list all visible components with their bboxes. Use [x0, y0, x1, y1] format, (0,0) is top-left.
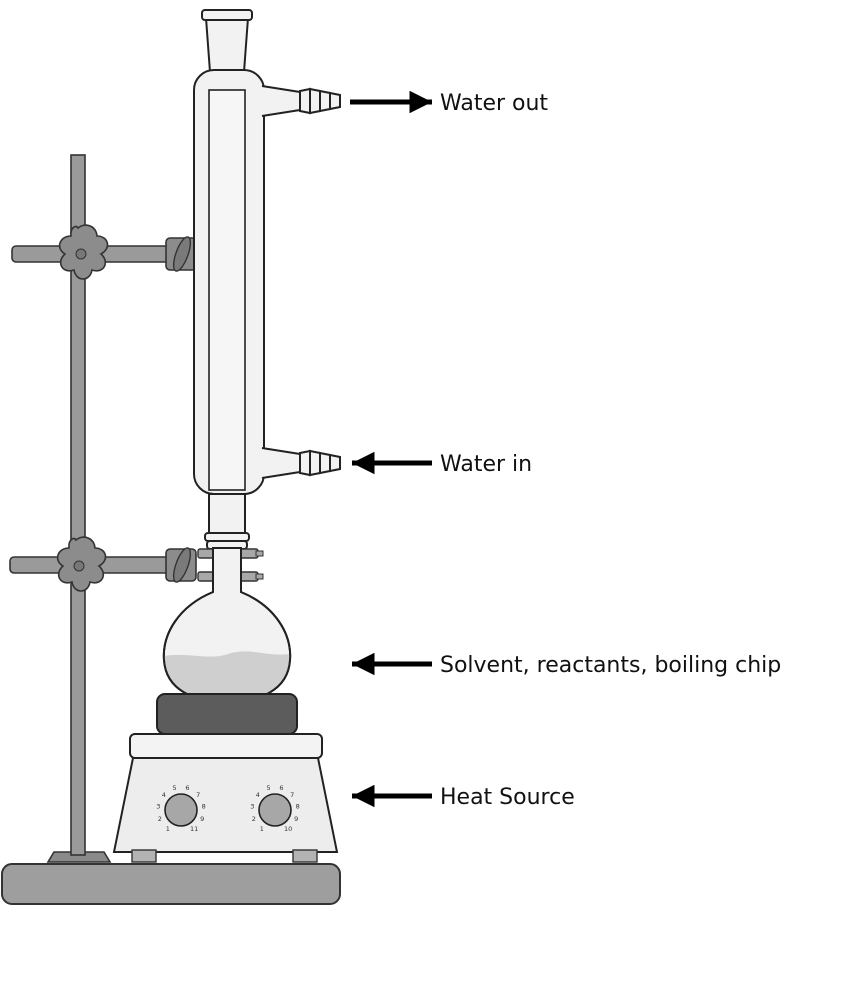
dial-scale-number: 4	[162, 791, 166, 799]
condenser-bottom-joint	[208, 493, 246, 537]
dial-scale-number: 6	[185, 784, 189, 792]
retort-stand	[1, 154, 341, 905]
lower-bosshead-center	[73, 560, 85, 572]
water-in-label: Water in	[440, 452, 532, 477]
hot-plate-body	[112, 757, 339, 853]
upper-clamp-wingnut	[172, 236, 192, 272]
dial-scale-number: 5	[173, 784, 177, 792]
dial-scale-number: 9	[294, 815, 298, 823]
water-inlet-hose-barb	[299, 449, 341, 477]
dial-scale-number: 7	[290, 791, 294, 799]
upper-bosshead-center	[75, 248, 87, 260]
dial-scale-number: 6	[279, 784, 283, 792]
dial-scale-number: 9	[200, 815, 204, 823]
dial-scale-number: 4	[256, 791, 260, 799]
dial-scale-number: 1	[260, 825, 264, 833]
flask-liquid	[163, 651, 291, 702]
condenser-top-joint	[204, 17, 250, 73]
hot-plate-top	[129, 733, 323, 759]
water-inlet-arm	[261, 447, 301, 479]
dial-scale-number: 2	[158, 815, 162, 823]
dial-scale-number: 5	[267, 784, 271, 792]
condenser	[193, 9, 341, 550]
flask-contents-label: Solvent, reactants, boiling chip	[440, 653, 781, 678]
lower-clamp-jaw-tip-bottom	[255, 573, 264, 580]
water-outlet-arm	[261, 85, 301, 117]
dial-scale-number: 1	[166, 825, 170, 833]
joint-collar-upper	[204, 532, 250, 542]
stand-rod	[70, 154, 86, 856]
hot-plate-foot-right	[292, 849, 318, 863]
lower-clamp-wingnut	[172, 547, 192, 583]
dial-scale-number: 11	[190, 825, 198, 833]
dial-scale-number: 2	[252, 815, 256, 823]
heating-mantle-block	[156, 693, 298, 735]
stand-base	[1, 863, 341, 905]
dial-scale-number: 8	[296, 803, 300, 811]
stand-rod-foot	[46, 851, 112, 863]
lower-clamp	[9, 536, 264, 592]
dial-scale-number: 7	[196, 791, 200, 799]
dial-scale-number: 10	[284, 825, 292, 833]
hot-plate-foot-left	[131, 849, 157, 863]
dial-scale-number: 3	[156, 803, 160, 811]
dial-scale-number: 8	[202, 803, 206, 811]
dial-scale-number: 3	[250, 803, 254, 811]
heat-source-label: Heat Source	[440, 785, 575, 810]
condenser-inner-tube	[208, 89, 246, 491]
lower-clamp-jaw-tip-top	[255, 550, 264, 557]
water-outlet-hose-barb	[299, 87, 341, 115]
callouts: Water out Water in Solvent, reactants, b…	[350, 90, 781, 810]
condenser-top-lip	[201, 9, 253, 21]
water-out-label: Water out	[440, 91, 548, 116]
